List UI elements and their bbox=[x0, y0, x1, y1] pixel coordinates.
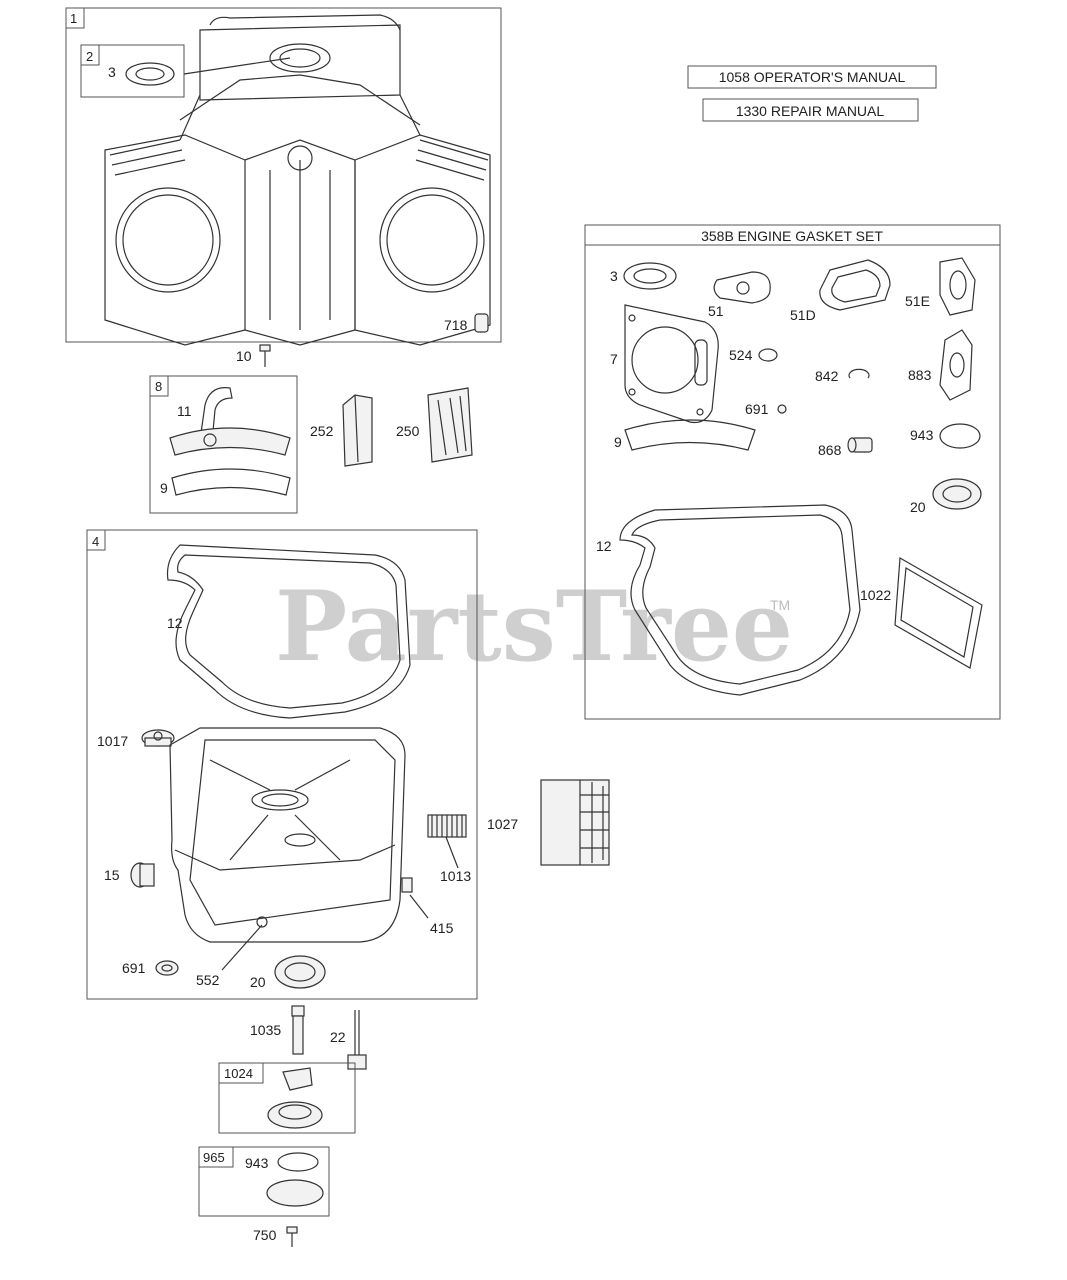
repair-manual-ref[interactable]: 1330 REPAIR MANUAL bbox=[702, 98, 919, 122]
label-1035[interactable]: 1035 bbox=[250, 1022, 281, 1038]
o-ring-943[interactable] bbox=[277, 1152, 319, 1172]
gs-o-ring-943[interactable] bbox=[939, 423, 981, 449]
label-22[interactable]: 22 bbox=[330, 1029, 346, 1045]
dowel-pin-718[interactable] bbox=[474, 313, 489, 333]
plug-552[interactable] bbox=[256, 916, 268, 928]
gs-label-51d[interactable]: 51D bbox=[790, 307, 816, 323]
gs-head-gasket-7[interactable] bbox=[624, 304, 719, 424]
label-552[interactable]: 552 bbox=[196, 972, 220, 988]
gs-label-51[interactable]: 51 bbox=[708, 303, 724, 319]
gasket-set-358b: 358B ENGINE GASKET SET 3 51 51D 51E 7 bbox=[584, 224, 1001, 720]
label-943-box965[interactable]: 943 bbox=[245, 1155, 269, 1171]
box-1-crankcase: 1 2 3 718 bbox=[65, 7, 502, 346]
gs-label-883[interactable]: 883 bbox=[908, 367, 932, 383]
sump-cover[interactable] bbox=[169, 727, 406, 943]
breather-cover[interactable] bbox=[169, 427, 291, 456]
gs-gasket-1022[interactable] bbox=[894, 557, 983, 669]
box-965-cover: 965 943 bbox=[198, 1146, 330, 1217]
gs-crankcase-gasket-12[interactable] bbox=[619, 504, 861, 696]
box-2-number: 2 bbox=[86, 49, 93, 64]
watermark-trademark: TM bbox=[770, 597, 790, 613]
gs-label-20[interactable]: 20 bbox=[910, 499, 926, 515]
label-250[interactable]: 250 bbox=[396, 423, 420, 439]
gs-oil-seal-3[interactable] bbox=[623, 262, 677, 290]
box-1-number: 1 bbox=[70, 11, 77, 26]
label-1013[interactable]: 1013 bbox=[440, 868, 471, 884]
gs-clip-842[interactable] bbox=[848, 368, 870, 379]
gs-label-9[interactable]: 9 bbox=[614, 434, 622, 450]
plug-15[interactable] bbox=[130, 862, 155, 888]
label-691-box4[interactable]: 691 bbox=[122, 960, 146, 976]
label-415[interactable]: 415 bbox=[430, 920, 454, 936]
gs-label-943[interactable]: 943 bbox=[910, 427, 934, 443]
gs-label-51e[interactable]: 51E bbox=[905, 293, 930, 309]
repair-manual-label: 1330 REPAIR MANUAL bbox=[736, 103, 885, 119]
label-750[interactable]: 750 bbox=[253, 1227, 277, 1243]
crankcase-block[interactable] bbox=[104, 14, 491, 346]
fitting-415[interactable] bbox=[401, 877, 429, 919]
gs-gasket-9[interactable] bbox=[624, 419, 756, 451]
gs-ring-524[interactable] bbox=[758, 348, 778, 362]
pump-rotor[interactable] bbox=[267, 1067, 323, 1129]
gs-label-3[interactable]: 3 bbox=[610, 268, 618, 284]
operators-manual-label: 1058 OPERATOR'S MANUAL bbox=[719, 69, 906, 85]
label-20-box4[interactable]: 20 bbox=[250, 974, 266, 990]
label-252[interactable]: 252 bbox=[310, 423, 334, 439]
oil-sensor-1017[interactable] bbox=[141, 729, 175, 747]
gs-label-842[interactable]: 842 bbox=[815, 368, 839, 384]
oil-seal-20[interactable] bbox=[274, 955, 326, 989]
box-1024-oil-pump: 1024 bbox=[218, 1062, 356, 1134]
oil-filter-1027[interactable] bbox=[540, 779, 610, 866]
label-12-box4[interactable]: 12 bbox=[167, 615, 183, 631]
gs-label-524[interactable]: 524 bbox=[729, 347, 753, 363]
gs-gasket-51[interactable] bbox=[713, 271, 771, 304]
gs-label-691[interactable]: 691 bbox=[745, 401, 769, 417]
label-3-box2[interactable]: 3 bbox=[108, 64, 116, 80]
bolt-22[interactable] bbox=[347, 1010, 367, 1070]
gasket-set-title[interactable]: 358B ENGINE GASKET SET bbox=[701, 228, 883, 244]
screen-250[interactable] bbox=[427, 387, 473, 463]
oil-seal-3[interactable] bbox=[125, 62, 175, 86]
label-1027[interactable]: 1027 bbox=[487, 816, 518, 832]
gs-gasket-51d[interactable] bbox=[819, 259, 891, 311]
filter-252[interactable] bbox=[342, 394, 373, 467]
shaft-1035[interactable] bbox=[291, 1005, 305, 1055]
box-8-breather: 8 11 9 bbox=[149, 375, 298, 514]
operators-manual-ref[interactable]: 1058 OPERATOR'S MANUAL bbox=[687, 65, 937, 89]
crankcase-gasket-12[interactable] bbox=[166, 544, 411, 719]
box-4-number: 4 bbox=[92, 534, 99, 549]
label-15[interactable]: 15 bbox=[104, 867, 120, 883]
nipple-1013[interactable] bbox=[427, 814, 467, 869]
gs-label-1022[interactable]: 1022 bbox=[860, 587, 891, 603]
pump-cover[interactable] bbox=[266, 1179, 324, 1207]
gs-oil-seal-20[interactable] bbox=[932, 478, 982, 510]
leader-552 bbox=[221, 924, 263, 971]
gs-gasket-883[interactable] bbox=[939, 329, 973, 401]
screw-10[interactable] bbox=[259, 344, 271, 367]
box-2-frame bbox=[80, 44, 185, 98]
screw-750[interactable] bbox=[286, 1226, 298, 1247]
gs-fitting-868[interactable] bbox=[847, 437, 873, 453]
gs-label-868[interactable]: 868 bbox=[818, 442, 842, 458]
watermark-text: PartsTree bbox=[275, 570, 793, 683]
label-11[interactable]: 11 bbox=[177, 403, 192, 419]
box-965-number: 965 bbox=[203, 1150, 225, 1165]
label-10[interactable]: 10 bbox=[236, 348, 252, 364]
washer-691[interactable] bbox=[155, 960, 179, 976]
gs-label-12[interactable]: 12 bbox=[596, 538, 612, 554]
gs-gasket-51e[interactable] bbox=[939, 257, 976, 316]
box-8-number: 8 bbox=[155, 379, 162, 394]
gs-label-7[interactable]: 7 bbox=[610, 351, 618, 367]
box-4-crankcase-cover: 4 12 1017 1013 15 4 bbox=[86, 529, 478, 1000]
box-1024-number: 1024 bbox=[224, 1066, 253, 1081]
label-9-box8[interactable]: 9 bbox=[160, 480, 168, 496]
label-1017[interactable]: 1017 bbox=[97, 733, 128, 749]
gs-washer-691[interactable] bbox=[777, 404, 787, 414]
breather-gasket-9[interactable] bbox=[171, 468, 291, 496]
label-718[interactable]: 718 bbox=[444, 317, 468, 333]
breather-tube-11[interactable] bbox=[199, 387, 233, 443]
